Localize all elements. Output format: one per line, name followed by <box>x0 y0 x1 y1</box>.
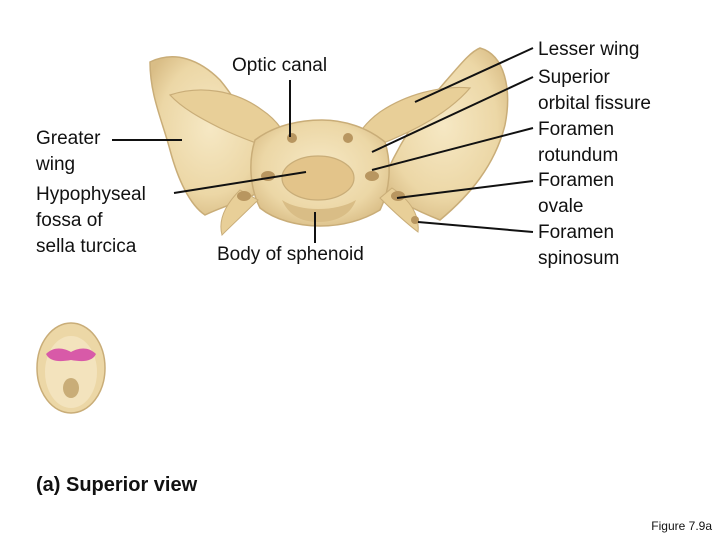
label-hypophyseal-fossa: Hypophyseal fossa of sella turcica <box>36 184 146 257</box>
label-greater-wing: Greater wing <box>36 128 101 175</box>
label-foramen-spinosum: Foramen spinosum <box>538 222 620 269</box>
label-optic-canal: Optic canal <box>232 55 328 76</box>
label-superior-orbital-fissure: Superior orbital fissure <box>538 67 651 114</box>
sella-turcica <box>281 155 355 201</box>
sphenoid-highlight <box>46 348 96 362</box>
label-foramen-ovale: Foramen ovale <box>538 170 615 217</box>
leader-foramen-ovale <box>396 180 534 199</box>
label-lesser-wing: Lesser wing <box>538 39 640 60</box>
leader-foramen-rotundum <box>371 127 534 171</box>
label-body-of-sphenoid: Body of sphenoid <box>217 244 364 265</box>
skull-locator-image <box>36 322 106 414</box>
leader-superior-orbital-fissure <box>371 76 534 153</box>
leader-lesser-wing <box>414 47 534 103</box>
label-foramen-rotundum: Foramen rotundum <box>538 119 619 166</box>
figure-number: Figure 7.9a <box>651 519 712 533</box>
leader-foramen-spinosum <box>417 221 534 233</box>
leader-hypophyseal-fossa <box>173 171 307 194</box>
figure-caption: (a) Superior view <box>36 474 198 496</box>
